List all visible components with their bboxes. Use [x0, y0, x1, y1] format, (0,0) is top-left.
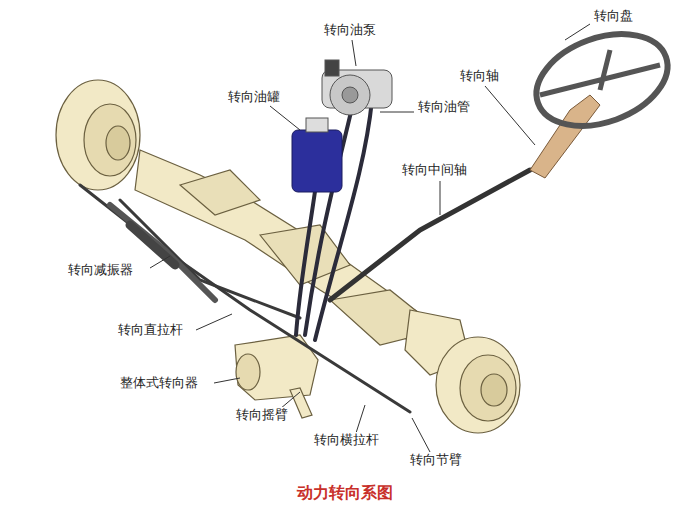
part-label: 转向轴	[458, 68, 501, 84]
part-label: 转向减振器	[66, 262, 135, 278]
part-label: 整体式转向器	[118, 375, 200, 391]
right-disc	[436, 337, 520, 433]
part-label: 转向中间轴	[400, 162, 469, 178]
left-hub	[56, 80, 140, 190]
leader-lines	[150, 24, 590, 452]
steering-wheel	[524, 17, 681, 142]
part-label: 转向油泵	[322, 22, 378, 38]
part-label: 转向直拉杆	[116, 322, 185, 338]
part-label: 转向油管	[416, 99, 472, 115]
drag-link	[120, 200, 300, 318]
oil-pump	[322, 60, 392, 115]
part-label: 转向节臂	[408, 452, 464, 468]
tie-rod	[80, 185, 410, 412]
part-label: 转向盘	[592, 8, 635, 24]
damper	[110, 205, 215, 300]
intermediate-shaft	[330, 170, 530, 300]
part-label: 转向油罐	[226, 89, 282, 105]
pitman-arm	[290, 388, 312, 418]
part-label: 转向横拉杆	[312, 432, 381, 448]
oil-reservoir	[292, 130, 342, 192]
figure-caption: 动力转向系图	[297, 483, 393, 503]
part-label: 转向摇臂	[234, 407, 290, 423]
